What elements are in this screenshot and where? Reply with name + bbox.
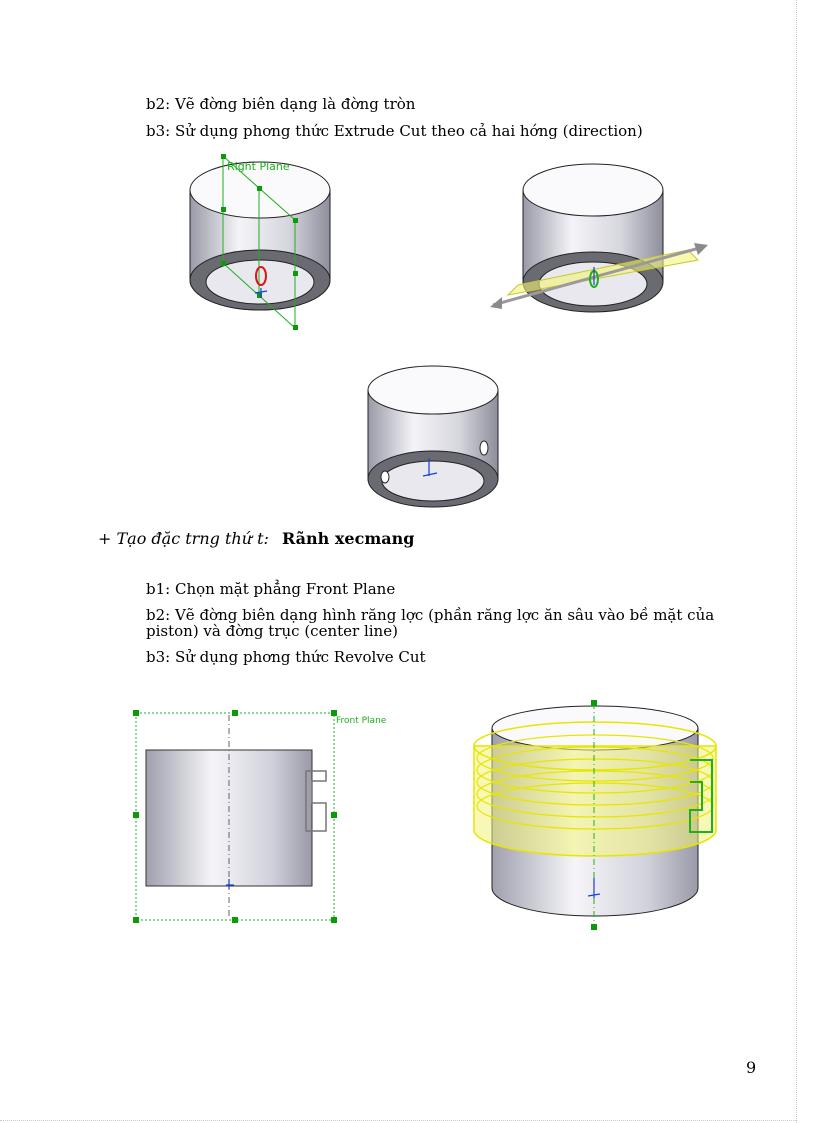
feature-heading-prefix: + Tạo đặc trng thứ t: bbox=[98, 529, 269, 548]
figure-cut-holes-result bbox=[367, 365, 499, 508]
step-b3-line: b3: Sử dụng phơng thức Extrude Cut theo … bbox=[146, 122, 643, 140]
step-b2-line-2: piston) và đờng trục (center line) bbox=[146, 622, 398, 640]
figure-extrude-cut-preview bbox=[490, 163, 708, 313]
page-number: 9 bbox=[746, 1058, 757, 1077]
front-plane-label: Front Plane bbox=[336, 716, 387, 726]
figure-right-plane-sketch: Right Plane bbox=[189, 154, 331, 330]
figure-revolve-cut-preview bbox=[473, 700, 717, 930]
step-b1-line: b1: Chọn mặt phẳng Front Plane bbox=[146, 580, 396, 598]
page-edge-bottom bbox=[0, 1120, 796, 1121]
step-b3-revolve-line: b3: Sử dụng phơng thức Revolve Cut bbox=[146, 648, 426, 666]
step-b2-line: b2: Vẽ đờng biên dạng là đờng tròn bbox=[146, 95, 416, 113]
feature-heading: + Tạo đặc trng thứ t: Rãnh xecmang bbox=[98, 530, 414, 548]
page-edge-right bbox=[796, 0, 797, 1123]
feature-heading-name: Rãnh xecmang bbox=[282, 529, 415, 548]
figure-front-plane-sketch: Front Plane bbox=[133, 710, 387, 923]
step-b2-line-1: b2: Vẽ đờng biên dạng hình răng lợc (phầ… bbox=[146, 606, 715, 624]
right-plane-label: Right Plane bbox=[227, 160, 290, 173]
